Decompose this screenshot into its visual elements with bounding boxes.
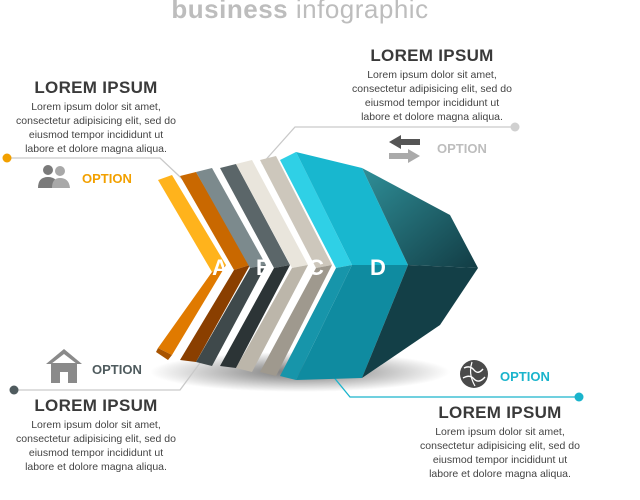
connector-dot-d [574, 392, 584, 402]
block-heading-d: LOREM IPSUM [438, 403, 562, 422]
option-label-b: OPTION [92, 362, 142, 377]
text-block-d: LOREM IPSUM Lorem ipsum dolor sit amet, … [412, 403, 588, 481]
block-heading-a: LOREM IPSUM [34, 78, 158, 97]
connector-dot-a [2, 153, 12, 163]
text-block-b: LOREM IPSUM Lorem ipsum dolor sit amet, … [8, 396, 184, 474]
option-label-a: OPTION [82, 171, 132, 186]
users-icon [38, 165, 70, 188]
connector-dot-c [510, 122, 520, 132]
chevron-b [196, 164, 290, 368]
chevron-a [156, 172, 250, 362]
letter-d: D [370, 255, 386, 280]
connector-dot-b [9, 385, 19, 395]
block-body-a: Lorem ipsum dolor sit amet, consectetur … [16, 101, 176, 155]
title-light-word: infographic [295, 0, 429, 24]
chevron-d [280, 152, 478, 380]
option-text-b: OPTION [92, 362, 142, 377]
block-heading-c: LOREM IPSUM [370, 46, 494, 65]
option-label-c: OPTION [437, 141, 487, 156]
text-block-a: LOREM IPSUM Lorem ipsum dolor sit amet, … [8, 78, 184, 156]
option-text-d: OPTION [500, 369, 550, 384]
option-label-d: OPTION [500, 369, 550, 384]
letter-c: C [308, 255, 324, 280]
chevron-c [236, 156, 332, 376]
letter-b: B [256, 255, 272, 280]
block-body-c: Lorem ipsum dolor sit amet, consectetur … [352, 69, 512, 123]
home-icon [46, 349, 82, 383]
option-text-c: OPTION [437, 141, 487, 156]
option-text-a: OPTION [82, 171, 132, 186]
text-block-c: LOREM IPSUM Lorem ipsum dolor sit amet, … [344, 46, 520, 124]
connector-c [261, 126, 514, 165]
block-body-b: Lorem ipsum dolor sit amet, consectetur … [16, 419, 176, 473]
swap-arrows-icon [389, 135, 420, 163]
page-title: business infographic [0, 0, 600, 25]
globe-icon [460, 360, 488, 388]
block-body-d: Lorem ipsum dolor sit amet, consectetur … [420, 426, 580, 480]
letter-a: A [212, 255, 228, 280]
title-bold-word: business [171, 0, 289, 24]
block-heading-b: LOREM IPSUM [34, 396, 158, 415]
